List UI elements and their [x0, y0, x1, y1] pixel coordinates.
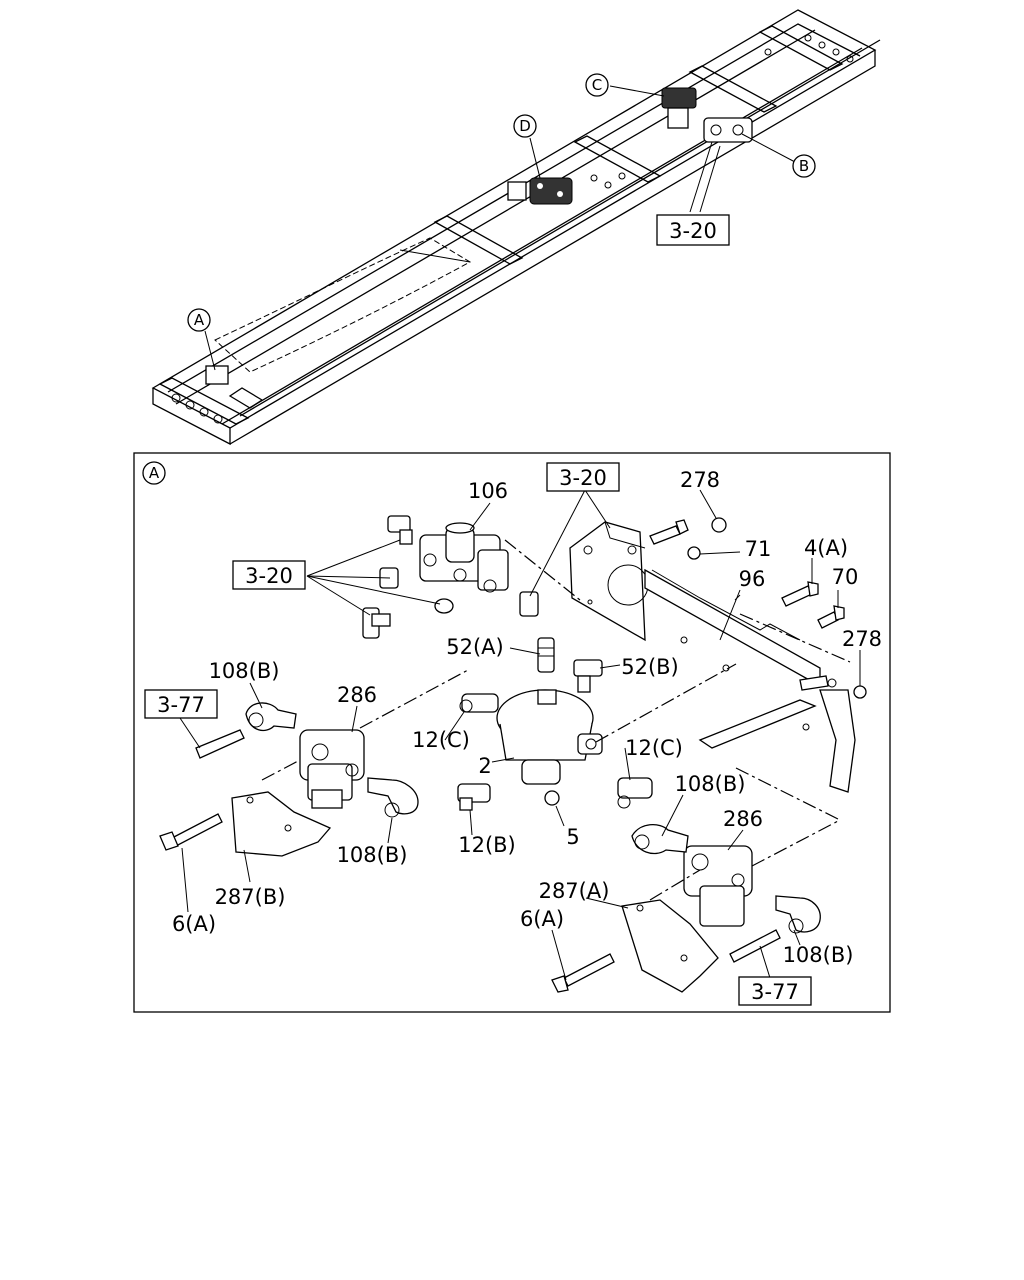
callout-d[interactable]: D	[513, 114, 537, 138]
label-108b-3: 108(B)	[337, 843, 408, 867]
ref-box-3-20-top[interactable]: 3-20	[546, 462, 620, 492]
overview-valve-b	[703, 117, 753, 143]
quick-release-valve-2	[496, 689, 603, 785]
nut-5	[544, 790, 560, 806]
svg-text:3-77: 3-77	[751, 980, 799, 1004]
part-labels: 106 278 71 4(A) 96 70 278 52(A) 52(B) 10…	[172, 468, 882, 967]
valve-286-left	[299, 729, 365, 809]
overview-valve-a	[205, 365, 264, 409]
label-4a: 4(A)	[804, 536, 848, 560]
svg-text:3-20: 3-20	[669, 219, 717, 243]
label-2: 2	[478, 754, 491, 778]
label-278-top: 278	[680, 468, 720, 492]
relay-valve-106	[419, 522, 509, 593]
label-12b: 12(B)	[458, 833, 516, 857]
fitting-52a	[537, 637, 555, 673]
nut-278-right	[853, 685, 867, 699]
label-71: 71	[745, 537, 772, 561]
leader-lines	[179, 489, 861, 981]
label-96: 96	[739, 567, 766, 591]
label-106: 106	[468, 479, 508, 503]
callout-a[interactable]: A	[187, 308, 211, 332]
svg-text:3-20: 3-20	[559, 466, 607, 490]
washer-71	[687, 546, 701, 560]
callout-c[interactable]: C	[585, 73, 609, 97]
nut-278-top	[711, 517, 727, 533]
label-52a: 52(A)	[446, 635, 503, 659]
mounting-bracket	[569, 521, 649, 642]
label-12c-right: 12(C)	[625, 736, 683, 760]
svg-text:C: C	[592, 76, 602, 94]
label-12c-left: 12(C)	[412, 728, 470, 752]
svg-text:A: A	[149, 464, 160, 482]
overview-valve-d	[507, 177, 573, 205]
fitting-12c-left	[459, 693, 499, 713]
label-70: 70	[832, 565, 859, 589]
bolt-70	[817, 605, 845, 629]
svg-text:3-77: 3-77	[157, 693, 205, 717]
label-52b: 52(B)	[621, 655, 679, 679]
chassis-frame-overview	[151, 9, 881, 446]
bolt-6a-left	[159, 813, 223, 851]
fitting-12c-right	[617, 777, 653, 809]
tube-right	[729, 929, 781, 963]
elbow-108b-3	[631, 824, 689, 855]
centerlines	[261, 539, 851, 901]
svg-text:D: D	[519, 117, 531, 135]
fitting-52b	[573, 659, 603, 693]
detail-view-frame	[133, 452, 891, 1013]
tube-left	[195, 729, 245, 759]
view-marker-a: A	[142, 461, 166, 485]
valve-286-right	[683, 845, 753, 927]
callout-b[interactable]: B	[792, 154, 816, 178]
label-108b-4: 108(B)	[783, 943, 854, 967]
label-108b-1: 108(B)	[209, 659, 280, 683]
label-6a-right: 6(A)	[520, 907, 564, 931]
shield-287b	[231, 791, 332, 857]
label-108b-2: 108(B)	[675, 772, 746, 796]
label-287b: 287(B)	[215, 885, 286, 909]
bolt-278-top	[649, 519, 689, 545]
ref-box-3-77-left[interactable]: 3-77	[144, 689, 218, 719]
overview-valve-c	[661, 87, 697, 129]
label-286-left: 286	[337, 683, 377, 707]
svg-text:3-20: 3-20	[245, 564, 293, 588]
bolt-4a	[781, 581, 819, 607]
svg-text:B: B	[799, 157, 809, 175]
fitting-12b	[457, 783, 491, 811]
ref-box-3-20-overview[interactable]: 3-20	[656, 214, 730, 246]
ref-box-3-20-left[interactable]: 3-20	[232, 560, 306, 590]
label-5: 5	[566, 825, 579, 849]
label-286-right: 286	[723, 807, 763, 831]
label-6a-left: 6(A)	[172, 912, 216, 936]
elbow-108b-4	[775, 895, 821, 934]
bolt-right-end	[799, 675, 837, 691]
elbow-108b-2	[367, 777, 419, 818]
svg-text:A: A	[194, 311, 205, 329]
bolt-6a-right	[551, 953, 615, 993]
elbow-108b-1	[245, 702, 297, 732]
ref-box-3-77-right[interactable]: 3-77	[738, 976, 812, 1006]
label-287a: 287(A)	[539, 879, 610, 903]
frame-holes	[171, 34, 854, 424]
shield-287a	[621, 899, 719, 993]
fittings-3-20	[362, 515, 539, 639]
label-278-right: 278	[842, 627, 882, 651]
